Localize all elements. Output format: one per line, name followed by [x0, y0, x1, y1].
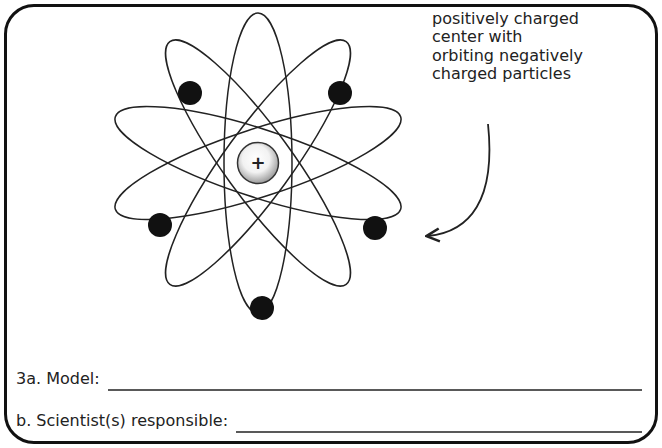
annotation-note: positively charged center with orbiting …: [432, 10, 584, 84]
nucleus-circle: +: [236, 141, 280, 185]
nucleus-outline: [238, 143, 279, 184]
orbit: [224, 13, 292, 313]
electrons: [148, 81, 387, 320]
worksheet-card: positively charged center with orbiting …: [4, 4, 658, 444]
charge-sign: +: [250, 154, 265, 172]
pointer-arrow: [428, 124, 489, 236]
electron: [363, 216, 387, 240]
electron: [250, 296, 274, 320]
answer-blank: [108, 389, 642, 390]
question-label: 3a. Model:: [16, 370, 100, 388]
question-label: b. Scientist(s) responsible:: [16, 412, 228, 430]
electron: [148, 213, 172, 237]
electron: [178, 81, 202, 105]
orbit: [142, 22, 373, 305]
orbits: [105, 13, 411, 313]
answer-blank: [236, 431, 642, 432]
orbit: [142, 22, 373, 305]
electron: [328, 81, 352, 105]
